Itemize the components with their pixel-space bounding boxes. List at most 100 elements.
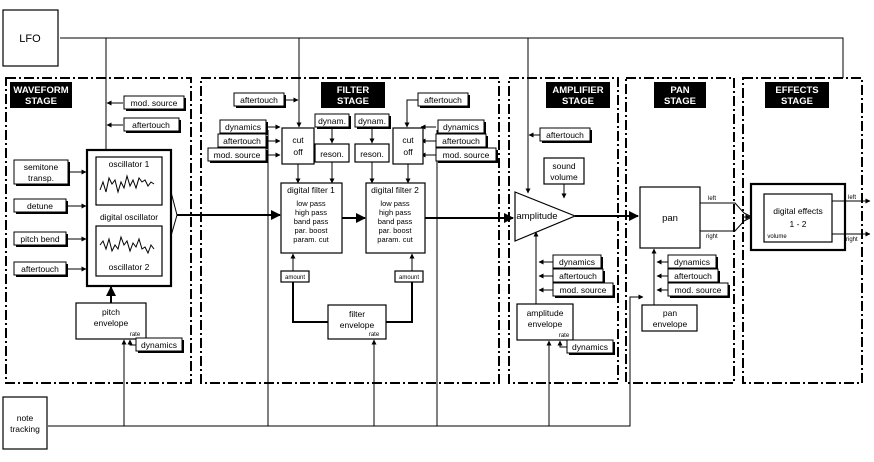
amp-dynamics-label: dynamics [566, 339, 615, 355]
svg-text:detune: detune [27, 201, 53, 211]
filter-envelope-block: filter envelope rate [327, 304, 387, 340]
svg-text:amplitude: amplitude [516, 211, 557, 222]
svg-text:amount: amount [399, 275, 419, 281]
svg-text:dynamics: dynamics [443, 122, 479, 132]
effects-left-label: left [848, 195, 856, 201]
filter-stage-header: FILTER STAGE [321, 82, 385, 108]
filter-aftertouch-left-label: aftertouch [233, 92, 286, 108]
svg-text:digital filter 1: digital filter 1 [287, 185, 335, 195]
svg-text:aftertouch: aftertouch [223, 136, 261, 146]
svg-text:volume: volume [767, 234, 787, 240]
wave-aftertouch-label: aftertouch [13, 261, 68, 277]
svg-text:reson.: reson. [320, 149, 344, 159]
filter-left-mod-stack: dynamics aftertouch mod. source [207, 119, 268, 163]
svg-text:STAGE: STAGE [664, 96, 696, 107]
pan-envelope-block: pan envelope [641, 304, 698, 332]
svg-text:mod. source: mod. source [214, 150, 261, 160]
svg-text:mod. source: mod. source [560, 285, 607, 295]
filter-right-mod-stack: dynamics aftertouch mod. source [435, 119, 498, 163]
amp-mod-stack: dynamics aftertouch mod. source [552, 254, 615, 298]
svg-text:reson.: reson. [360, 149, 384, 159]
svg-text:LFO: LFO [19, 33, 41, 45]
svg-text:low pass: low pass [380, 199, 409, 208]
svg-text:envelope: envelope [528, 319, 563, 329]
wave-mod-source-label: mod. source [123, 95, 186, 111]
pan-mod-stack: dynamics aftertouch mod. source [667, 254, 730, 298]
svg-text:par. boost: par. boost [295, 226, 329, 235]
svg-text:note: note [17, 413, 34, 423]
amplitude-envelope-block: amplitude envelope rate [516, 303, 574, 341]
svg-text:pitch bend: pitch bend [20, 234, 59, 244]
effects-right-label: right [846, 237, 858, 243]
wave-dynamics-label: dynamics [135, 337, 184, 353]
svg-text:aftertouch: aftertouch [442, 136, 480, 146]
svg-text:param. cut: param. cut [293, 235, 329, 244]
svg-text:dynamics: dynamics [225, 122, 261, 132]
svg-text:par. boost: par. boost [379, 226, 413, 235]
digital-filter-1: digital filter 1 low pass high pass band… [280, 182, 343, 254]
svg-text:rate: rate [130, 332, 141, 338]
digital-effects-block: digital effects 1 - 2 volume [749, 182, 847, 252]
svg-text:high pass: high pass [379, 208, 411, 217]
svg-text:mod. source: mod. source [443, 150, 490, 160]
svg-text:1 - 2: 1 - 2 [789, 219, 806, 229]
amplitude-triangle: amplitude [514, 191, 577, 242]
svg-text:tracking: tracking [10, 424, 40, 434]
svg-text:rate: rate [369, 332, 380, 338]
svg-text:STAGE: STAGE [25, 96, 57, 107]
svg-text:dynamics: dynamics [674, 257, 710, 267]
svg-text:off: off [403, 147, 413, 157]
svg-text:oscillator 2: oscillator 2 [109, 262, 150, 272]
lfo-box: LFO [2, 9, 59, 67]
svg-text:mod. source: mod. source [675, 285, 722, 295]
svg-text:aftertouch: aftertouch [240, 95, 278, 105]
svg-text:dynamics: dynamics [141, 340, 177, 350]
waveform-stage-frame [5, 77, 192, 384]
svg-text:cut: cut [402, 135, 414, 145]
svg-text:sound: sound [552, 161, 575, 171]
svg-text:semitone: semitone [24, 162, 59, 172]
svg-text:digital filter 2: digital filter 2 [371, 185, 419, 195]
svg-text:volume: volume [550, 172, 578, 182]
svg-text:aftertouch: aftertouch [546, 130, 584, 140]
svg-text:aftertouch: aftertouch [424, 95, 462, 105]
svg-text:transp.: transp. [28, 173, 54, 183]
svg-text:pan: pan [662, 213, 678, 224]
svg-text:dynamics: dynamics [572, 342, 608, 352]
svg-text:dynamics: dynamics [559, 257, 595, 267]
svg-text:rate: rate [559, 333, 570, 339]
waveform-stage-header: WAVEFORM STAGE [10, 82, 72, 108]
filter-dynam-label-2: dynam. [354, 113, 391, 129]
svg-text:aftertouch: aftertouch [132, 120, 170, 130]
svg-text:aftertouch: aftertouch [674, 271, 712, 281]
svg-text:digital effects: digital effects [773, 206, 822, 216]
digital-filter-2: digital filter 2 low pass high pass band… [365, 182, 426, 254]
svg-text:amplitude: amplitude [527, 308, 564, 318]
pitch-envelope-block: pitch envelope rate [75, 302, 147, 340]
svg-text:band pass: band pass [378, 217, 413, 226]
svg-text:envelope: envelope [653, 319, 688, 329]
svg-text:pitch: pitch [102, 307, 120, 317]
svg-text:pan: pan [663, 308, 677, 318]
svg-text:cut: cut [292, 135, 304, 145]
svg-text:high pass: high pass [295, 208, 327, 217]
filter-reson-2: reson. [354, 143, 390, 163]
amp-aftertouch-label: aftertouch [539, 127, 592, 143]
svg-text:AMPLIFIER: AMPLIFIER [552, 85, 603, 96]
svg-text:digital oscillator: digital oscillator [100, 212, 158, 222]
svg-text:FILTER: FILTER [337, 85, 370, 96]
svg-text:low pass: low pass [296, 199, 325, 208]
svg-text:band pass: band pass [294, 217, 329, 226]
filter-cutoff-1: cut off [281, 127, 315, 165]
amplifier-stage-header: AMPLIFIER STAGE [546, 82, 610, 108]
pan-block: pan [639, 186, 701, 249]
pan-left-label: left [708, 196, 716, 202]
svg-text:mod. source: mod. source [131, 98, 178, 108]
pan-stage-header: PAN STAGE [654, 82, 706, 108]
svg-text:param. cut: param. cut [377, 235, 413, 244]
svg-text:WAVEFORM: WAVEFORM [13, 85, 68, 96]
effects-stage-frame [742, 77, 863, 384]
filter-dynam-label-1: dynam. [314, 113, 351, 129]
svg-text:dynam.: dynam. [318, 116, 346, 126]
